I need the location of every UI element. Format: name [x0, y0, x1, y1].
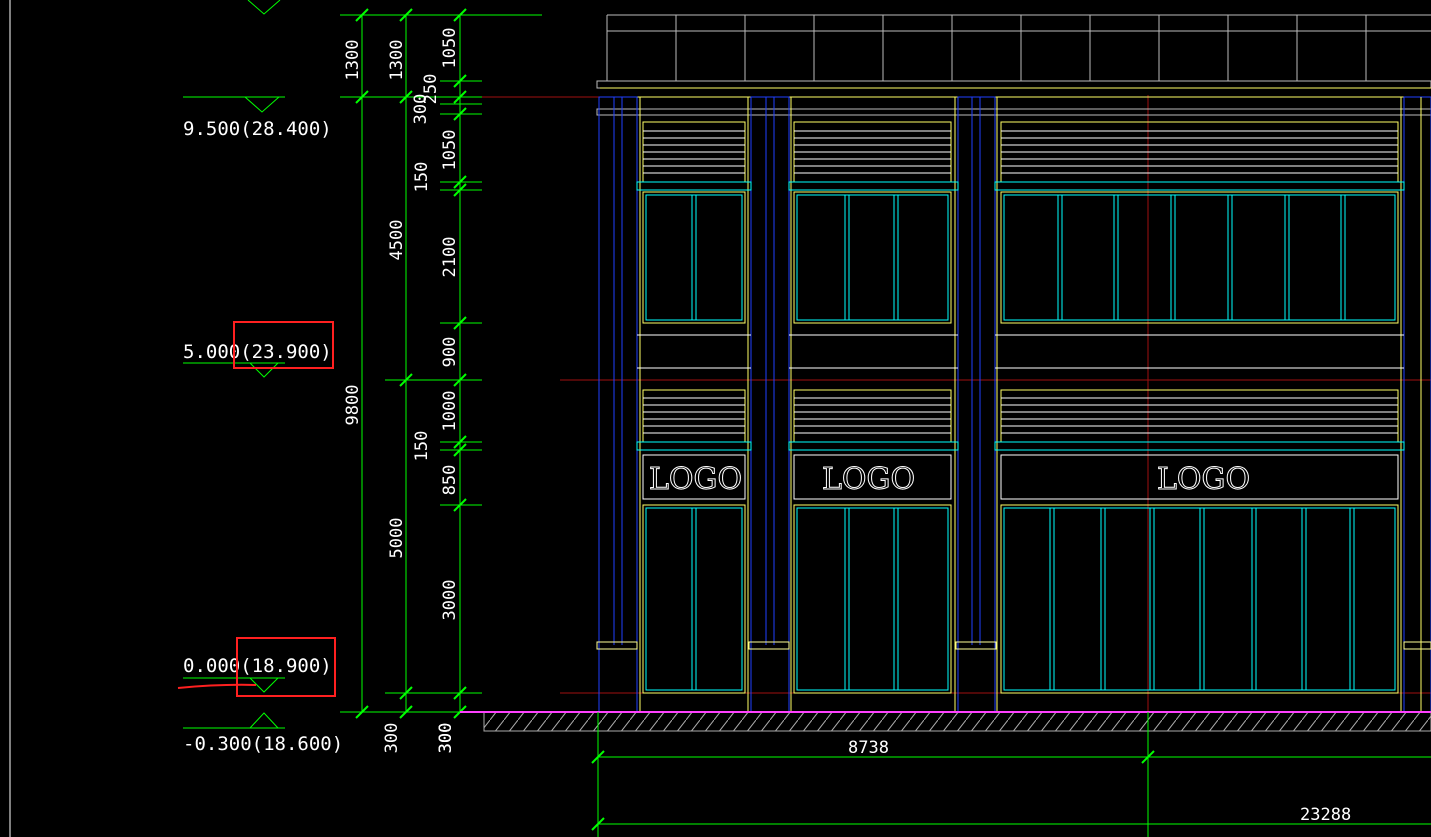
- markup-box-23900: [233, 321, 334, 369]
- dim-text-8738: 8738: [848, 738, 889, 758]
- dim-text: 1300: [387, 40, 407, 81]
- bottom-dimensions: [591, 712, 1431, 837]
- markup-annotations: [177, 321, 336, 697]
- level-label-9500: 9.500(28.400): [183, 118, 332, 140]
- dim-text: 1050: [440, 28, 460, 69]
- signboard-logo-text: LOGO: [1157, 462, 1250, 497]
- signboards: [642, 454, 1399, 500]
- dim-text: 2100: [440, 237, 460, 278]
- ledges: [636, 181, 1405, 451]
- dimension-chains: [340, 8, 560, 719]
- upper-louvers: [642, 121, 1399, 183]
- dim-text-23288: 23288: [1300, 805, 1351, 825]
- dim-text: 1300: [343, 40, 363, 81]
- roof-parapet: [596, 14, 1431, 116]
- signboard-logo-text: LOGO: [822, 462, 915, 497]
- lower-louvers: [642, 389, 1399, 443]
- dim-text: 150: [412, 431, 432, 462]
- dim-text: 1000: [440, 391, 460, 432]
- dim-text: 300: [411, 94, 431, 125]
- dimension-texts: 1300 9800 300 1300 4500 5000 300 1050 25…: [343, 28, 460, 754]
- level-label-5000: 5.000(23.900): [183, 341, 332, 363]
- storefront-doors: [642, 504, 1399, 694]
- dim-text: 150: [412, 162, 432, 193]
- columns: [598, 96, 1431, 713]
- dim-text: 4500: [387, 220, 407, 261]
- axis-lines: [340, 95, 1431, 712]
- upper-windows: [642, 191, 1399, 324]
- ground-hatch: [483, 711, 1431, 732]
- dim-text: 300: [436, 723, 456, 754]
- column-bases: [596, 641, 1431, 650]
- dim-text: 250: [421, 74, 441, 105]
- bay-trim: [639, 97, 1422, 712]
- dim-text: 5000: [387, 518, 407, 559]
- dim-text: 1050: [440, 130, 460, 171]
- dim-text: 850: [440, 465, 460, 496]
- signboard-logo-text: LOGO: [649, 462, 742, 497]
- level-label-minus-0300: -0.300(18.600): [183, 733, 343, 755]
- dim-text: 3000: [440, 580, 460, 621]
- markup-box-18900: [236, 637, 336, 697]
- markup-underline: [177, 683, 257, 689]
- dim-text: 900: [440, 337, 460, 368]
- dim-text: 300: [382, 723, 402, 754]
- level-label-0000: 0.000(18.900): [183, 655, 332, 677]
- dim-text: 9800: [343, 385, 363, 426]
- dim-text: 300: [436, 723, 456, 754]
